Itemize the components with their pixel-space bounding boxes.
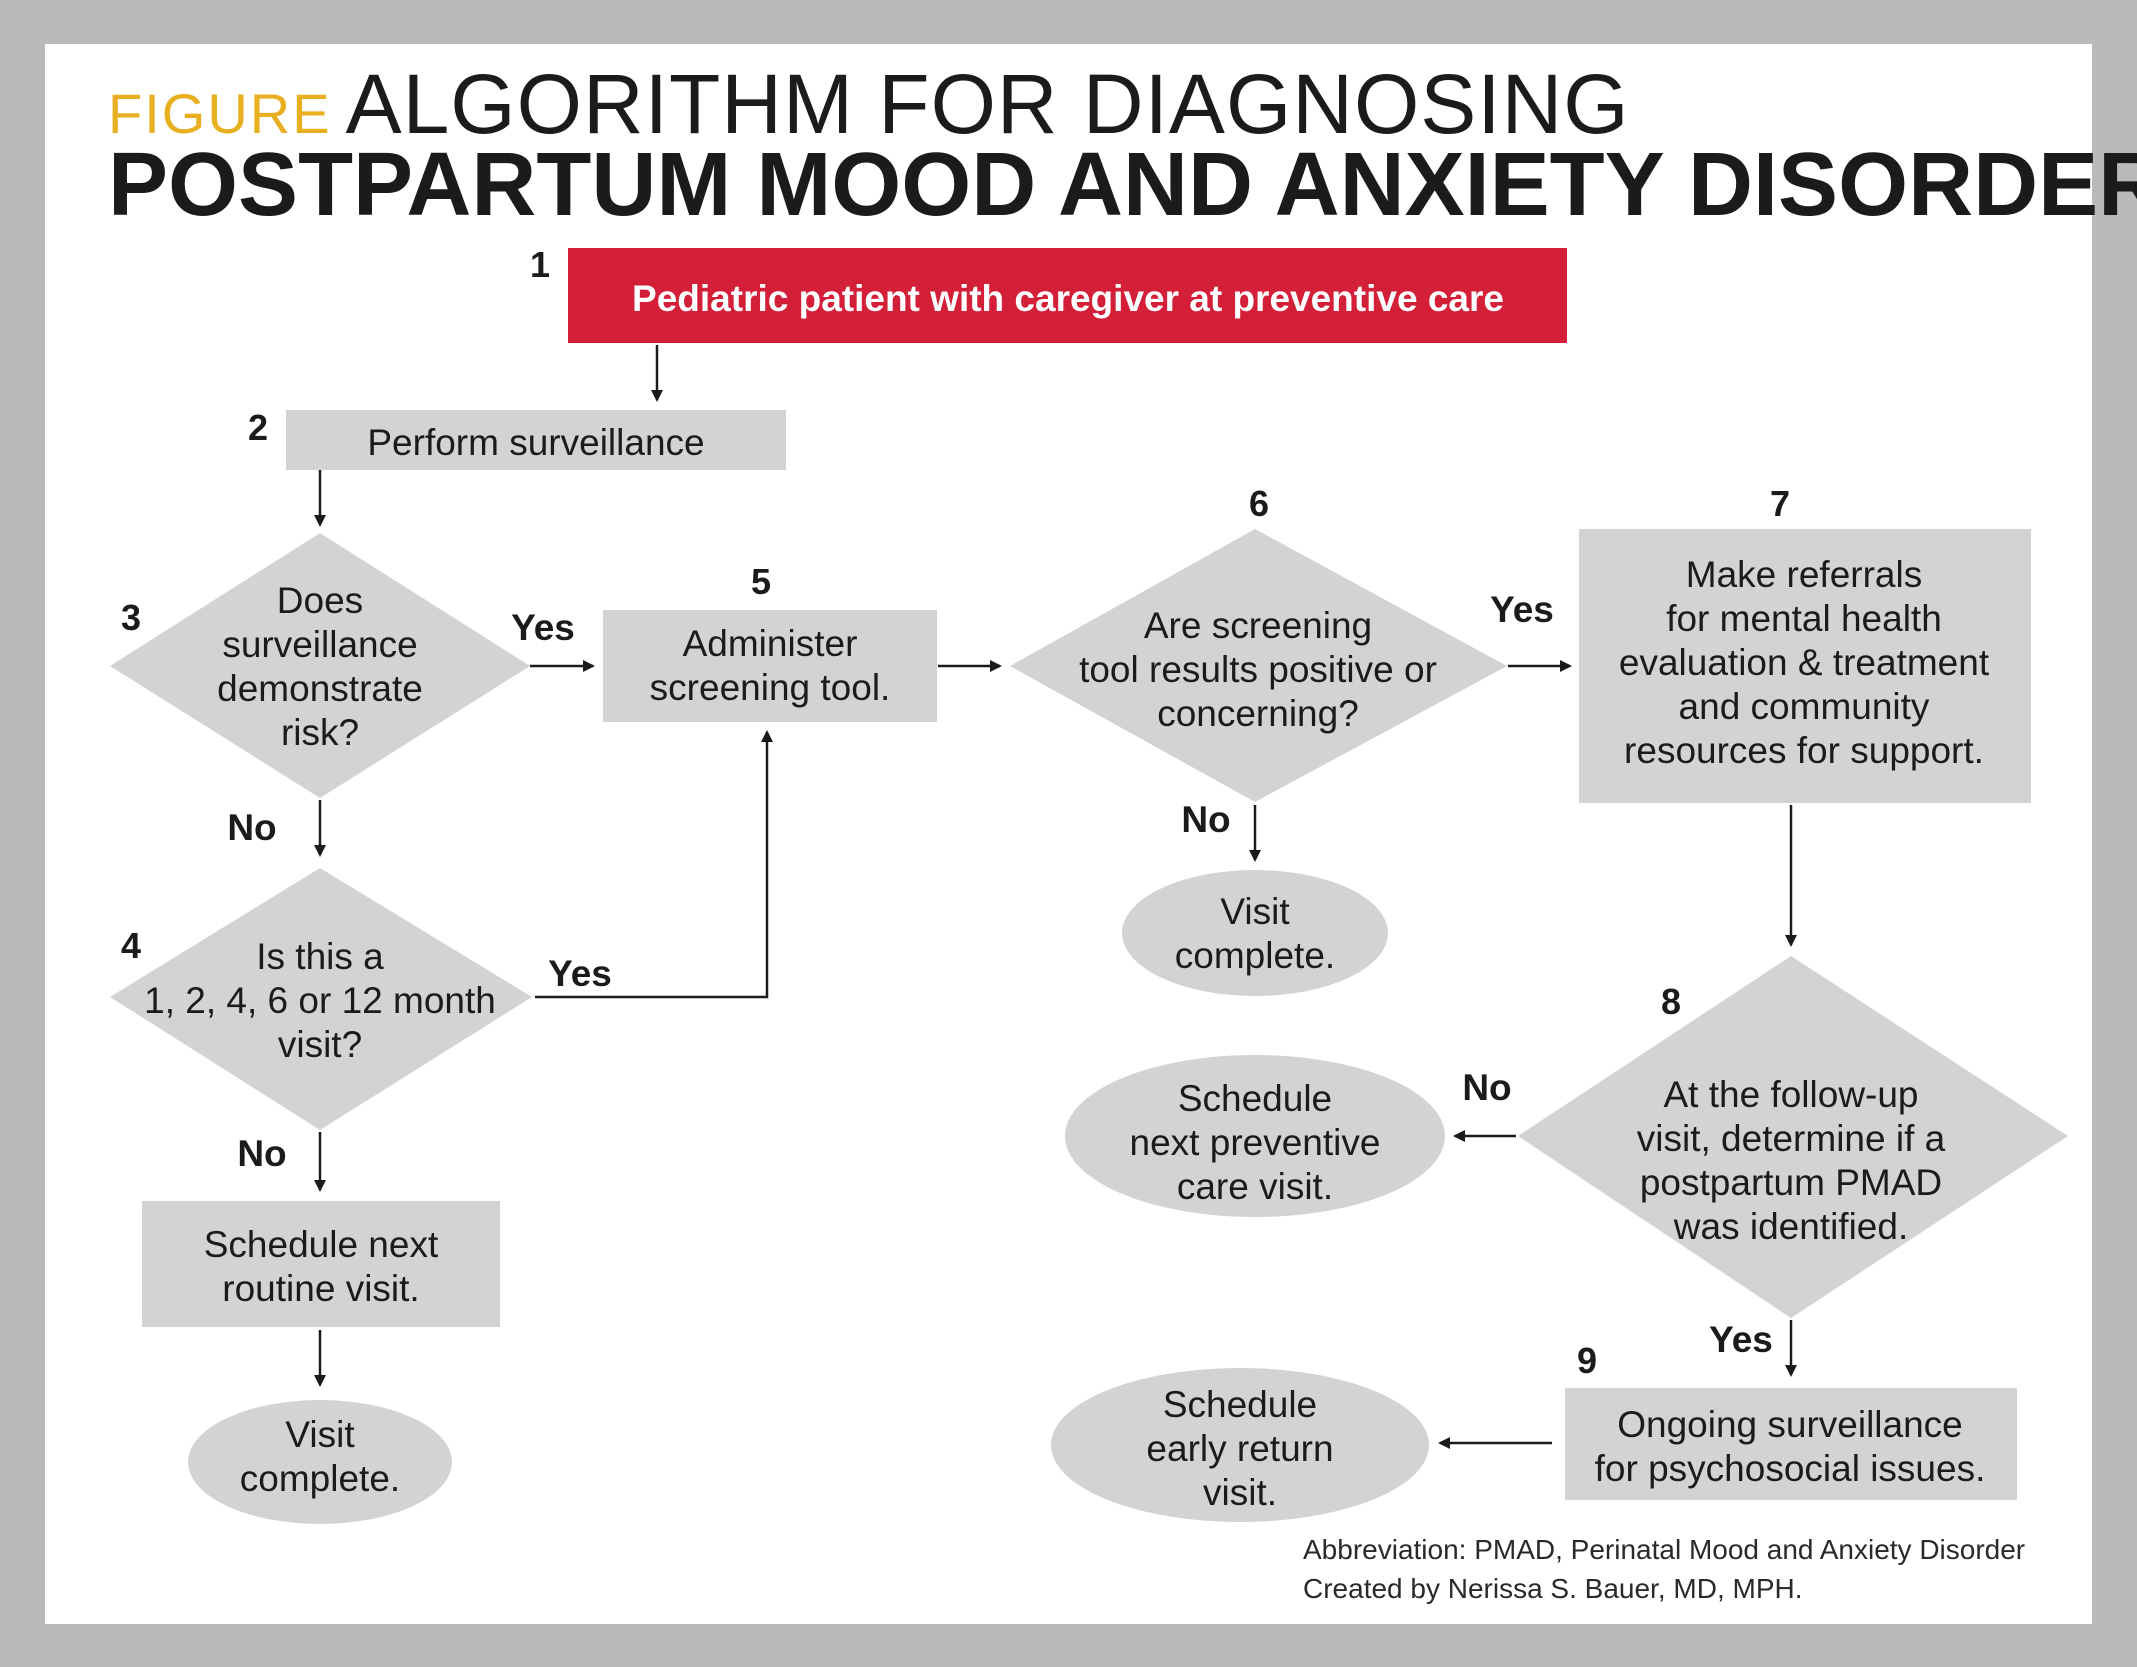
label-3-yes: Yes: [511, 607, 575, 648]
node-text-line: Make referrals: [1686, 554, 1922, 595]
node-text-line: visit?: [278, 1024, 362, 1065]
step-number-6: 6: [1249, 483, 1269, 524]
node-text-line: risk?: [281, 712, 359, 753]
step-number-9: 9: [1577, 1340, 1597, 1381]
label-4-no: No: [237, 1133, 286, 1174]
make-referrals-box: [1579, 529, 2031, 803]
step-number-5: 5: [751, 561, 771, 602]
step-number-2: 2: [248, 407, 268, 448]
node-text-line: demonstrate: [217, 668, 423, 709]
node-text-line: Perform surveillance: [367, 422, 704, 463]
node-text-line: resources for support.: [1624, 730, 1984, 771]
start-node: [568, 248, 1567, 343]
figure-label: FIGURE: [108, 82, 332, 145]
node-text-line: postpartum PMAD: [1640, 1162, 1942, 1203]
node-text-line: concerning?: [1157, 693, 1359, 734]
screening-results-diamond: [1010, 529, 1507, 802]
step-number-7: 7: [1770, 483, 1790, 524]
node-text-line: next preventive: [1130, 1122, 1381, 1163]
figure-title-line2: POSTPARTUM MOOD AND ANXIETY DISORDERS: [108, 135, 2137, 235]
label-8-yes: Yes: [1709, 1319, 1773, 1360]
node-text-line: visit, determine if a: [1637, 1118, 1946, 1159]
surveillance-risk-diamond: [110, 533, 530, 798]
node-labels: Pediatric patient with caregiver at prev…: [144, 278, 1990, 1513]
step-number-4: 4: [121, 925, 141, 966]
perform-surveillance-text: Perform surveillance: [367, 422, 704, 463]
title-text-1: ALGORITHM FOR DIAGNOSING: [345, 57, 1630, 151]
node-text-line: Schedule: [1163, 1384, 1317, 1425]
node-text-line: Is this a: [256, 936, 384, 977]
node-text-line: routine visit.: [222, 1268, 419, 1309]
visit-complete-mid-ellipse: [1122, 870, 1388, 996]
abbreviation-note: Abbreviation: PMAD, Perinatal Mood and A…: [1303, 1534, 2026, 1565]
start-node-text: Pediatric patient with caregiver at prev…: [632, 278, 1504, 319]
step-number-3: 3: [121, 597, 141, 638]
connectors: [314, 345, 1797, 1449]
administer-screening-box: [603, 610, 937, 722]
node-text-line: screening tool.: [650, 667, 891, 708]
label-3-no: No: [227, 807, 276, 848]
label-6-yes: Yes: [1490, 589, 1554, 630]
node-text-line: 1, 2, 4, 6 or 12 month: [144, 980, 496, 1021]
node-text-line: complete.: [1175, 935, 1335, 976]
node-text-line: Schedule: [1178, 1078, 1332, 1119]
node-text-line: Does: [277, 580, 363, 621]
node-text-line: surveillance: [222, 624, 417, 665]
credit-note: Created by Nerissa S. Bauer, MD, MPH.: [1303, 1573, 1803, 1604]
step-numbers: 1 2 3 4 5 6 7 8 9: [121, 244, 1790, 1381]
node-text-line: Administer: [683, 623, 858, 664]
node-text-line: Visit: [285, 1414, 355, 1455]
pmad-identified-diamond: [1518, 956, 2068, 1318]
label-8-no: No: [1462, 1067, 1511, 1108]
schedule-routine-box: [142, 1201, 500, 1327]
ongoing-surveillance-box: [1565, 1388, 2017, 1500]
node-text-line: complete.: [240, 1458, 400, 1499]
perform-surveillance-box: [286, 410, 786, 470]
node-text-line: Schedule next: [204, 1224, 439, 1265]
node-text-line: Are screening: [1144, 605, 1372, 646]
node-text-line: care visit.: [1177, 1166, 1333, 1207]
month-visit-diamond: [110, 868, 532, 1130]
node-text-line: and community: [1679, 686, 1930, 727]
node-text-line: visit.: [1203, 1472, 1277, 1513]
step-number-1: 1: [530, 244, 550, 285]
schedule-preventive-ellipse: [1065, 1055, 1445, 1217]
node-text-line: tool results positive or: [1079, 649, 1437, 690]
schedule-early-ellipse: [1051, 1368, 1429, 1522]
node-text-line: Pediatric patient with caregiver at prev…: [632, 278, 1504, 319]
edge-4-yes-to-5: [535, 730, 773, 999]
label-6-no: No: [1181, 799, 1230, 840]
node-text-line: Ongoing surveillance: [1617, 1404, 1963, 1445]
node-text-line: At the follow-up: [1663, 1074, 1918, 1115]
node-text-line: evaluation & treatment: [1619, 642, 1990, 683]
node-text-line: early return: [1146, 1428, 1333, 1469]
node-text-line: was identified.: [1673, 1206, 1908, 1247]
step-number-8: 8: [1661, 981, 1681, 1022]
node-text-line: for psychosocial issues.: [1595, 1448, 1986, 1489]
visit-complete-left-ellipse: [188, 1400, 452, 1524]
node-text-line: Visit: [1220, 891, 1290, 932]
label-4-yes: Yes: [548, 953, 612, 994]
edge-labels: Yes No Yes No Yes No No Yes: [227, 589, 1773, 1360]
node-text-line: for mental health: [1666, 598, 1942, 639]
